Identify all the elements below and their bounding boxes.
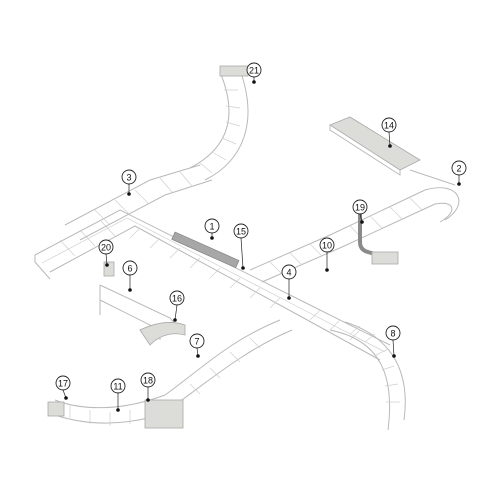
callout-dot-19 — [360, 220, 364, 224]
callout-dot-8 — [392, 354, 396, 358]
callout-label-1: 1 — [209, 222, 214, 232]
callout-leader-14 — [388, 131, 391, 147]
callout-circle-11 — [110, 378, 126, 394]
callout-leader-20 — [105, 253, 108, 266]
callout-label-7: 7 — [194, 337, 199, 347]
callout-circle-1 — [204, 218, 220, 234]
callout-dot-18 — [146, 398, 150, 402]
callout-circle-4 — [281, 264, 297, 280]
callout-dot-16 — [173, 318, 177, 322]
tee-branch-tray — [99, 261, 186, 346]
callout-circle-19 — [352, 199, 368, 215]
callout-circle-21 — [246, 62, 262, 78]
cover-panel-14 — [329, 116, 421, 176]
callout-label-2: 2 — [456, 164, 461, 174]
callout-label-20: 20 — [101, 243, 111, 253]
callout-leader-8 — [392, 339, 395, 357]
callout-dot-20 — [105, 263, 109, 267]
callout-circle-7 — [189, 333, 205, 349]
callout-dot-6 — [128, 288, 132, 292]
callout-circle-14 — [381, 117, 397, 133]
callout-dot-10 — [325, 268, 329, 272]
callout-label-11: 11 — [113, 382, 122, 392]
callout-dot-7 — [196, 354, 200, 358]
callout-circle-18 — [140, 372, 156, 388]
callout-circle-15 — [233, 223, 249, 239]
callout-label-16: 16 — [172, 294, 182, 304]
vertical-bend-tray-right — [329, 321, 406, 431]
callout-circle-10 — [319, 237, 335, 253]
callout-circle-3 — [121, 169, 137, 185]
callout-layer: 1 2 3 4 6 7 8 10 11 14 15 16 17 18 19 20 21 — [55, 62, 467, 412]
callout-label-4: 4 — [286, 268, 291, 278]
callout-label-3: 3 — [126, 173, 131, 183]
callout-label-6: 6 — [127, 264, 132, 274]
cross-tray-run — [249, 169, 460, 283]
callout-dot-21 — [252, 80, 256, 84]
callout-circle-2 — [451, 160, 467, 176]
callout-label-14: 14 — [384, 121, 394, 131]
callout-circle-20 — [98, 239, 114, 255]
callout-dot-2 — [457, 182, 461, 186]
callout-dot-3 — [127, 192, 131, 196]
callout-leader-15 — [240, 237, 244, 269]
callout-label-15: 15 — [236, 227, 246, 237]
callout-dot-4 — [287, 296, 291, 300]
callout-dot-14 — [388, 144, 392, 148]
callout-circle-16 — [169, 290, 185, 306]
callout-dot-1 — [210, 236, 214, 240]
support-channel-15 — [171, 231, 240, 269]
callout-label-17: 17 — [58, 379, 68, 389]
vertical-bend-tray — [189, 65, 249, 181]
callout-label-21: 21 — [249, 66, 259, 76]
callout-leader-16 — [174, 304, 178, 321]
callout-dot-15 — [241, 266, 245, 270]
callout-dot-17 — [64, 396, 68, 400]
callout-label-18: 18 — [143, 376, 153, 386]
callout-label-19: 19 — [355, 203, 365, 213]
callout-circle-17 — [55, 375, 71, 391]
callout-circle-6 — [122, 260, 138, 276]
callout-label-10: 10 — [322, 241, 332, 251]
drop-out-19 — [358, 213, 399, 265]
left-branch-tray — [64, 164, 213, 241]
lower-tray-run — [47, 319, 293, 429]
callout-circle-8 — [385, 325, 401, 341]
callout-label-8: 8 — [390, 329, 395, 339]
callout-dot-11 — [116, 408, 120, 412]
